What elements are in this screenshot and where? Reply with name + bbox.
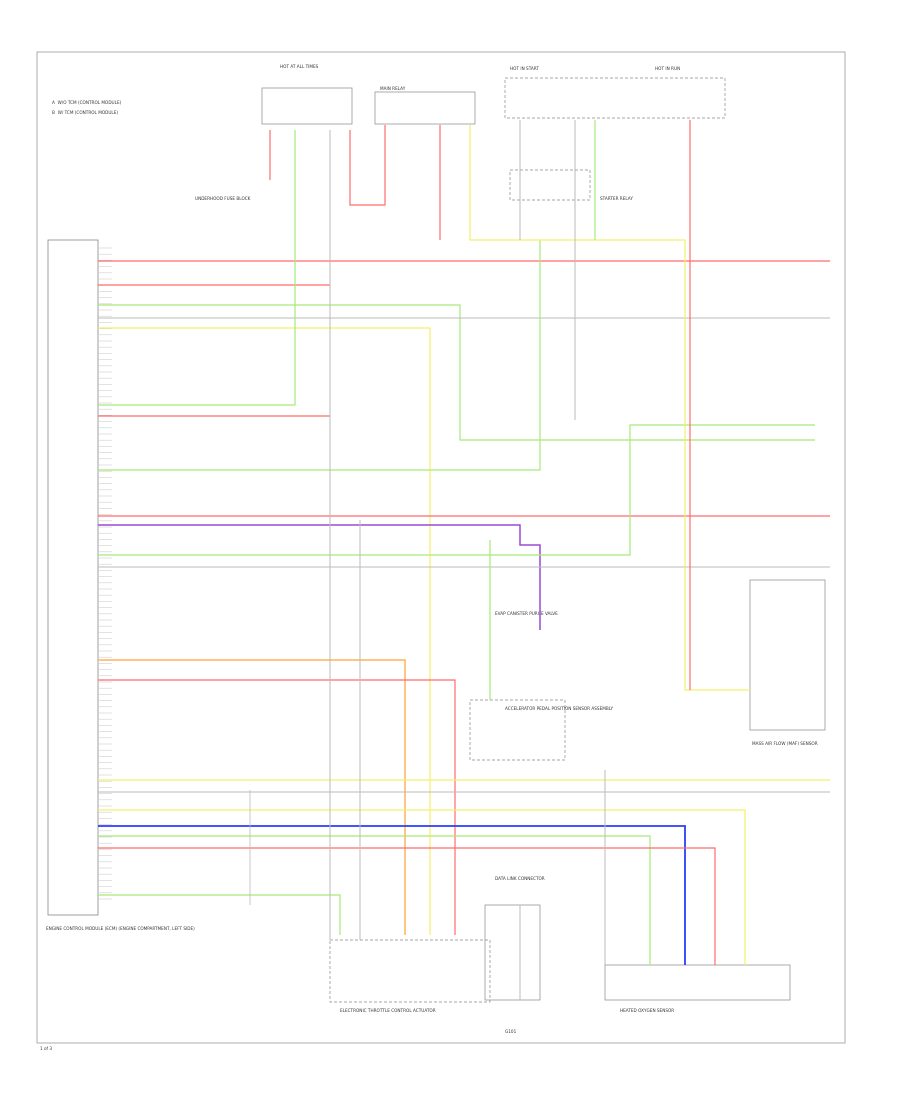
relay-box-label: MAIN RELAY — [380, 86, 406, 91]
o2-sensor-label: HEATED OXYGEN SENSOR — [620, 1008, 674, 1013]
ecm-pins — [98, 247, 112, 900]
fuse-left-label: HOT AT ALL TIMES — [280, 64, 319, 69]
fuse-block-left — [261, 87, 353, 125]
data-link-label: DATA LINK CONNECTOR — [495, 876, 545, 881]
evap-label: EVAP CANISTER PURGE VALVE — [495, 611, 558, 616]
fuse-block-right — [504, 77, 726, 119]
wire-red-loop — [349, 125, 386, 206]
wires — [98, 120, 830, 1000]
pedal-sensor-box — [469, 699, 566, 761]
data-link-box — [484, 904, 541, 1001]
wire-green-throttle — [98, 894, 341, 935]
wire-yellow-a — [98, 327, 431, 935]
underhood-fuse-label: UNDERHOOD FUSE BLOCK — [195, 196, 251, 201]
wire-yellow-b — [98, 809, 746, 965]
wire-red-b — [98, 847, 716, 965]
fuse-right-label: HOT IN RUN — [655, 66, 680, 71]
throttle-label: ELECTRONIC THROTTLE CONTROL ACTUATOR — [340, 1008, 436, 1013]
page-number: 1 of 3 — [40, 1046, 52, 1051]
wire-green-b — [98, 835, 651, 965]
ecm-label: ENGINE CONTROL MODULE (ECM) (ENGINE COMP… — [46, 926, 195, 931]
maf-label: MASS AIR FLOW (MAF) SENSOR — [752, 741, 818, 746]
maf-sensor-box — [749, 579, 826, 731]
starter-relay-label: STARTER RELAY — [600, 196, 633, 201]
page-border — [36, 51, 846, 1044]
wire-orange — [98, 659, 406, 935]
wire-red-lower — [98, 679, 456, 935]
ecm-block — [47, 239, 99, 916]
o2-sensor-box — [604, 964, 791, 1001]
relay-box — [374, 91, 476, 125]
wire-green-up — [98, 130, 296, 406]
wire-green-mid — [98, 240, 541, 471]
top-components: HOT AT ALL TIMES MAIN RELAY HOT IN START… — [195, 64, 726, 201]
pedal-sensor-label: ACCELERATOR PEDAL POSITION SENSOR ASSEMB… — [505, 706, 613, 711]
bottom-components: ELECTRONIC THROTTLE CONTROL ACTUATOR DAT… — [329, 611, 613, 1034]
ground-label: G101 — [505, 1029, 517, 1034]
right-components: MASS AIR FLOW (MAF) SENSOR HEATED OXYGEN… — [604, 579, 826, 1013]
wire-green-right — [98, 424, 815, 556]
wire-blue — [98, 825, 686, 965]
starter-relay — [509, 169, 591, 201]
wire-green-long — [98, 304, 815, 441]
wire-purple — [98, 524, 541, 630]
throttle-box — [329, 939, 491, 1003]
wire-yellow-maf — [469, 125, 750, 691]
fuse-mid-label: HOT IN START — [510, 66, 539, 71]
